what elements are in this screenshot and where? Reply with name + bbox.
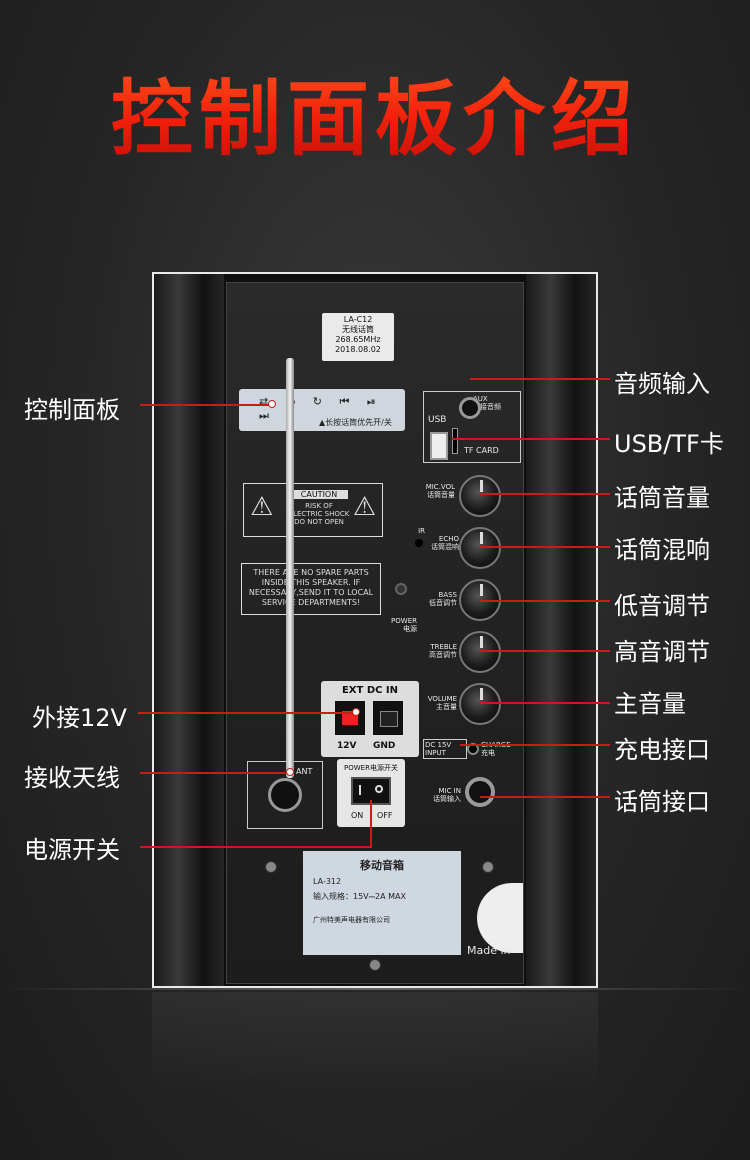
terminal-gnd[interactable] <box>373 701 403 735</box>
leader-dot <box>352 708 360 716</box>
echo-label: ECHO 话筒混响 <box>431 535 459 551</box>
dc-input-label: DC 15V INPUT <box>423 739 467 759</box>
leader-line <box>140 404 270 406</box>
usb-tf-box: USB TF CARD <box>423 391 521 463</box>
main-volume-knob[interactable] <box>459 683 501 725</box>
leader-line <box>370 800 372 848</box>
echo-knob[interactable] <box>459 527 501 569</box>
mic-in-label: MIC IN 话筒输入 <box>433 787 461 803</box>
screw-icon <box>482 861 494 873</box>
leader-line <box>140 772 290 774</box>
ext-dc-in-terminal[interactable]: EXT DC IN 12V GND <box>321 681 419 757</box>
leader-line <box>480 702 610 704</box>
callout-antenna: 接收天线 <box>24 764 120 792</box>
bass-label: BASS 低音调节 <box>429 591 457 607</box>
control-plate: LA-C12 无线话筒 268.65MHz 2018.08.02 ⇄ ● ↻ ⏮… <box>226 282 524 984</box>
callout-treble: 高音调节 <box>614 638 710 666</box>
mic-vol-label: MIC.VOL 话筒音量 <box>425 483 455 499</box>
page-title: 控制面板介绍 <box>0 52 750 171</box>
leader-line <box>480 600 610 602</box>
leader-line <box>480 493 610 495</box>
leader-line <box>480 546 610 548</box>
terminal-12v[interactable] <box>335 701 365 735</box>
leader-line <box>138 712 354 714</box>
product-nameplate: 移动音箱 LA-312 输入规格：15V⎓2A MAX 广州特美声电器有限公司 <box>303 851 461 955</box>
warning-icon: ⚠ <box>250 492 274 522</box>
callout-main-volume: 主音量 <box>614 690 686 718</box>
callout-usb-tf: USB/TF卡 <box>614 430 724 458</box>
callout-power-switch: 电源开关 <box>24 836 120 864</box>
speaker-right-rail <box>526 274 596 986</box>
leader-dot <box>268 400 276 408</box>
panel-reflection <box>152 992 598 1160</box>
control-bar-hint: ▲长按话筒优先开/关 <box>319 418 392 427</box>
made-in-text: Made in <box>467 944 511 957</box>
callout-mic-input: 话筒接口 <box>614 788 710 816</box>
leader-dot <box>286 768 294 776</box>
treble-knob[interactable] <box>459 631 501 673</box>
certification-sticker <box>477 883 523 953</box>
control-button-bar[interactable]: ⇄ ● ↻ ⏮ ⏯ ⏭ ▲长按话筒优先开/关 <box>239 389 405 431</box>
caution-box: ⚠ CAUTION RISK OF ELECTRIC SHOCK DO NOT … <box>243 483 383 537</box>
telescopic-antenna[interactable] <box>286 358 294 778</box>
leader-line <box>470 378 610 380</box>
callout-aux-input: 音频输入 <box>614 370 710 398</box>
speaker-left-rail <box>154 274 224 986</box>
warning-icon: ⚠ <box>352 492 376 522</box>
leader-line <box>452 438 610 440</box>
callout-ext-12v: 外接12V <box>32 704 127 732</box>
screw-icon <box>369 959 381 971</box>
leader-line <box>480 796 610 798</box>
callout-charge-port: 充电接口 <box>614 736 710 764</box>
callout-echo: 话筒混响 <box>614 536 710 564</box>
screw-icon <box>265 861 277 873</box>
ir-label: IR <box>418 527 425 535</box>
mic-in-jack[interactable] <box>465 777 495 807</box>
power-led-label: POWER 电源 <box>391 617 417 633</box>
leader-line <box>460 744 610 746</box>
volume-label: VOLUME 主音量 <box>427 695 457 711</box>
tf-card-slot[interactable] <box>452 428 458 454</box>
control-panel-photo: LA-C12 无线话筒 268.65MHz 2018.08.02 ⇄ ● ↻ ⏮… <box>152 272 598 988</box>
model-sticker: LA-C12 无线话筒 268.65MHz 2018.08.02 <box>322 313 394 361</box>
notice-box: THERE ARE NO SPARE PARTS INSIDE THIS SPE… <box>241 563 381 615</box>
aux-label: AUX 外接音频 <box>473 395 501 411</box>
aux-jack[interactable] <box>459 397 481 419</box>
treble-label: TREBLE 高音调节 <box>429 643 457 659</box>
callout-control-panel: 控制面板 <box>24 396 120 424</box>
ir-sensor <box>415 539 423 547</box>
mic-volume-knob[interactable] <box>459 475 501 517</box>
usb-port[interactable] <box>430 432 448 460</box>
power-led <box>395 583 407 595</box>
floor-line <box>0 988 750 990</box>
power-switch-panel: POWER电源开关 ON OFF <box>337 759 405 827</box>
antenna-connector[interactable] <box>268 778 302 812</box>
callout-mic-volume: 话筒音量 <box>614 484 710 512</box>
leader-line <box>140 846 372 848</box>
callout-bass: 低音调节 <box>614 592 710 620</box>
antenna-port-box: ANT <box>247 761 323 829</box>
leader-line <box>480 650 610 652</box>
